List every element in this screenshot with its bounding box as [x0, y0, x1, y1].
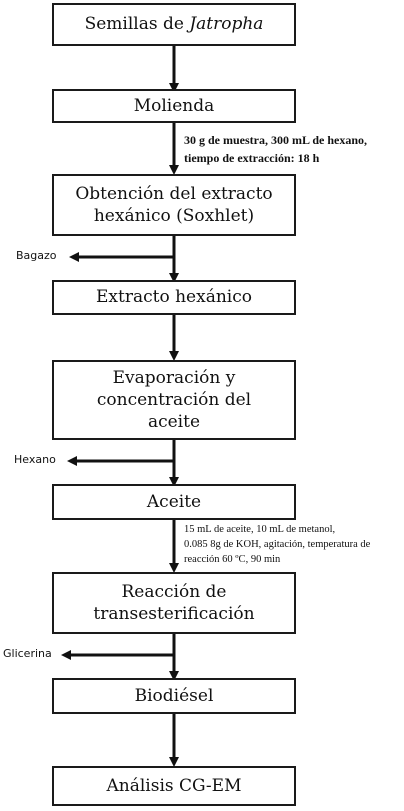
- box-analysis: Análisis CG-EM: [52, 766, 296, 806]
- evaporation-label-line1: Evaporación y: [112, 367, 236, 388]
- box-biodiesel: Biodiésel: [52, 678, 296, 714]
- extraction-label-line2: hexánico (Soxhlet): [93, 206, 255, 226]
- evaporation-label-line3: aceite: [147, 412, 201, 433]
- box-seeds: Semillas de Jatropha: [52, 3, 296, 46]
- analysis-label: Análisis CG-EM: [106, 775, 242, 796]
- box-transesterification: Reacción de transesterificación: [52, 572, 296, 634]
- box-oil: Aceite: [52, 484, 296, 520]
- reaction-label-line2: transesterificación: [93, 604, 255, 624]
- label-hexane: Hexano: [14, 453, 56, 466]
- reaction-conditions-line3: reacción 60 ºC, 90 min: [184, 554, 281, 565]
- extraction-conditions-line2: tiempo de extracción: 18 h: [184, 151, 320, 165]
- seeds-species: Jatropha: [189, 14, 264, 35]
- note-reaction-conditions: 15 mL de aceite, 10 mL de metanol, 0.085…: [184, 522, 370, 567]
- hexane-extract-label: Extracto hexánico: [96, 287, 252, 308]
- extraction-conditions-line1: 30 g de muestra, 300 mL de hexano,: [184, 133, 367, 147]
- box-hexane-extract: Extracto hexánico: [52, 280, 296, 315]
- milling-label: Molienda: [133, 95, 215, 116]
- seeds-label: Semillas de: [84, 14, 190, 35]
- reaction-conditions-line2: 0.085 8g de KOH, agitación, temperatura …: [184, 539, 371, 550]
- box-extraction: Obtención del extracto hexánico (Soxhlet…: [52, 174, 296, 236]
- reaction-label-line1: Reacción de: [121, 581, 227, 602]
- oil-label: Aceite: [146, 491, 202, 512]
- note-extraction-conditions: 30 g de muestra, 300 mL de hexano, tiemp…: [184, 131, 367, 167]
- box-milling: Molienda: [52, 89, 296, 123]
- extraction-label-line1: Obtención del extracto: [75, 183, 273, 204]
- label-bagasse: Bagazo: [16, 249, 57, 262]
- evaporation-label-line2: concentración del: [96, 389, 252, 410]
- box-evaporation: Evaporación y concentración del aceite: [52, 360, 296, 440]
- biodiesel-label: Biodiésel: [134, 685, 214, 706]
- reaction-conditions-line1: 15 mL de aceite, 10 mL de metanol,: [184, 524, 336, 535]
- label-glycerin: Glicerina: [3, 647, 52, 660]
